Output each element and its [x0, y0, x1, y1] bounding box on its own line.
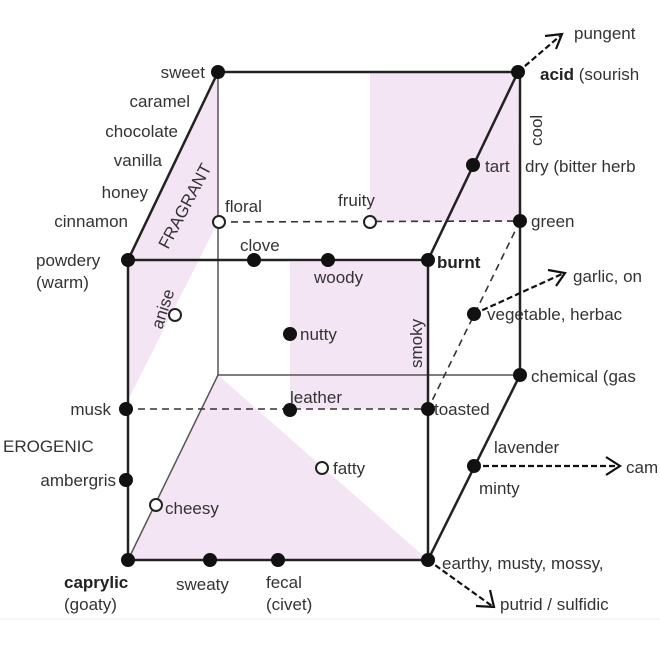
label-lavender: lavender — [494, 438, 560, 457]
label-cheesy: cheesy — [165, 499, 219, 518]
point-cheesy — [149, 498, 163, 512]
label-civet: (civet) — [266, 595, 312, 614]
point-woody — [321, 253, 335, 267]
point-nutty — [283, 327, 297, 341]
green-toasted-line — [427, 220, 521, 410]
label-burnt: burnt — [437, 253, 481, 272]
point-fruity — [363, 215, 377, 229]
label-fecal: fecal — [266, 573, 302, 592]
point-anise — [168, 308, 182, 322]
label-warm: (warm) — [36, 273, 89, 292]
point-minty — [467, 459, 481, 473]
top-left-depth-edge — [126, 71, 220, 261]
point-fecal — [271, 553, 285, 567]
label-caramel: caramel — [130, 92, 190, 111]
label-vanilla: vanilla — [114, 151, 163, 170]
point-toasted — [421, 402, 435, 416]
point-ambergris — [119, 473, 133, 487]
point-vegetable — [467, 307, 481, 321]
point-acid — [511, 65, 525, 79]
pungent-arrow — [517, 32, 564, 73]
erogenic-region — [128, 375, 428, 560]
point-tart — [466, 158, 480, 172]
label-ambergris: ambergris — [40, 471, 116, 490]
label-powdery: powdery — [36, 251, 101, 270]
point-sweet — [211, 65, 225, 79]
point-earthy — [421, 553, 435, 567]
label-garlic: garlic, on — [573, 267, 642, 286]
garlic-arrow — [473, 268, 567, 316]
label-cinnamon: cinnamon — [54, 212, 128, 231]
label-pungent: pungent — [574, 24, 636, 43]
label-woody: woody — [313, 268, 364, 287]
label-acid-bold: acid — [540, 65, 574, 84]
label-acid: acid (sourish — [540, 65, 639, 84]
smoky-region — [290, 262, 428, 409]
putrid-arrow — [427, 559, 496, 609]
point-burnt — [421, 253, 435, 267]
label-earthy: earthy, musty, mossy, — [442, 554, 604, 573]
point-floral — [212, 215, 226, 229]
label-nutty: nutty — [300, 325, 337, 344]
point-green — [513, 214, 527, 228]
label-erogenic: EROGENIC — [3, 437, 94, 456]
label-leather: leather — [290, 388, 342, 407]
point-fatty — [315, 461, 329, 475]
label-tart: tart — [485, 157, 510, 176]
label-goaty: (goaty) — [64, 595, 117, 614]
label-toasted: toasted — [434, 400, 490, 419]
point-clove — [247, 253, 261, 267]
label-fatty: fatty — [333, 459, 366, 478]
bottom-left-depth-edge — [127, 374, 219, 561]
label-dry: dry (bitter herb — [525, 157, 636, 176]
point-powdery — [121, 253, 135, 267]
label-green: green — [531, 212, 574, 231]
label-vegetable: vegetable, herbac — [487, 305, 623, 324]
label-fruity: fruity — [338, 191, 375, 210]
label-sourish: (sourish — [574, 65, 639, 84]
label-caprylic: caprylic — [64, 573, 128, 592]
label-musk: musk — [70, 400, 111, 419]
label-cam: cam — [626, 458, 658, 477]
filled-points — [119, 65, 527, 567]
label-clove: clove — [240, 236, 280, 255]
label-minty: minty — [479, 479, 520, 498]
label-putrid: putrid / sulfidic — [500, 595, 609, 614]
cool-region — [370, 72, 520, 221]
label-floral: floral — [225, 197, 262, 216]
label-smoky: smoky — [407, 318, 426, 368]
label-honey: honey — [102, 183, 149, 202]
point-caprylic — [121, 553, 135, 567]
label-chemical: chemical (gas — [531, 367, 636, 386]
point-sweaty — [203, 553, 217, 567]
label-sweet: sweet — [161, 63, 206, 82]
fragrant-region — [128, 72, 218, 400]
label-sweaty: sweaty — [176, 575, 229, 594]
point-musk — [119, 402, 133, 416]
camphor-arrow — [474, 456, 623, 476]
point-chemical — [513, 368, 527, 382]
label-chocolate: chocolate — [105, 122, 178, 141]
point-leather — [283, 403, 297, 417]
label-cool: cool — [527, 115, 546, 146]
